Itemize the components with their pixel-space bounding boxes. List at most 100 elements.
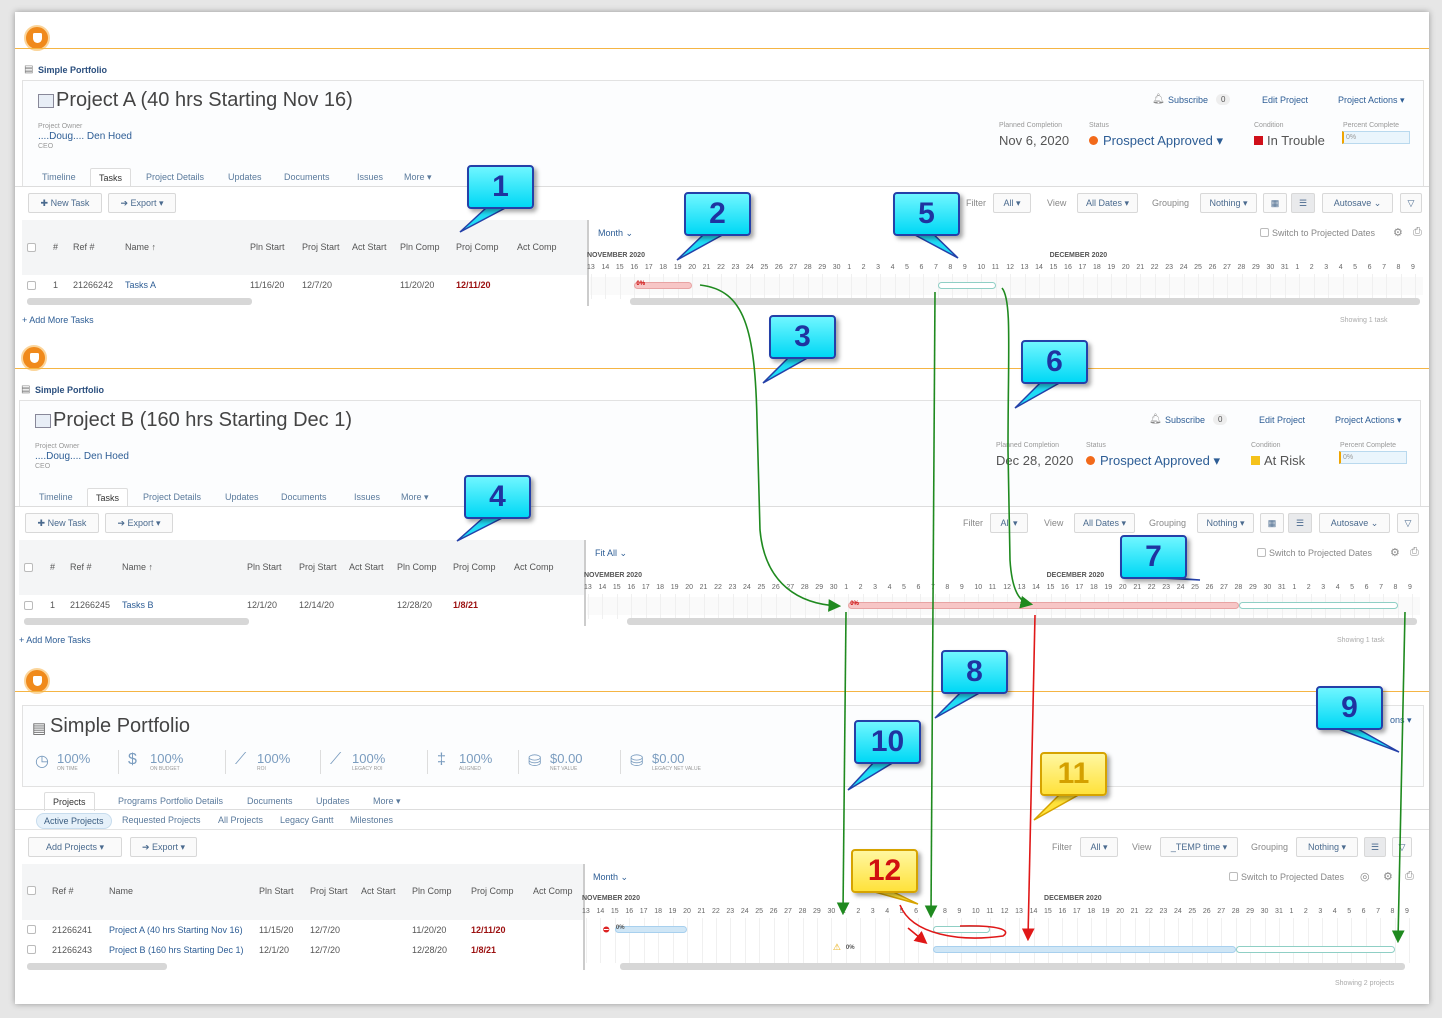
column-header[interactable]: Pln Comp: [400, 242, 440, 252]
tab-documents[interactable]: Documents: [247, 796, 293, 806]
tab-updates[interactable]: Updates: [225, 492, 259, 502]
pane-splitter[interactable]: [584, 540, 586, 626]
column-header[interactable]: Proj Comp: [453, 562, 496, 572]
app-logo[interactable]: [24, 25, 50, 51]
subscribe-button[interactable]: Subscribe: [1165, 415, 1206, 425]
gantt-bar[interactable]: [932, 946, 1236, 953]
new-task-button[interactable]: ✚ New Task: [25, 513, 99, 533]
export-button[interactable]: ➔ Export ▾: [130, 837, 197, 857]
switch-projected-checkbox[interactable]: [1257, 548, 1266, 557]
tab-portfolio-details[interactable]: Portfolio Details: [160, 796, 224, 806]
column-header[interactable]: Proj Start: [302, 242, 340, 252]
tab-projects[interactable]: Projects: [44, 792, 95, 811]
column-header[interactable]: Pln Start: [250, 242, 285, 252]
breadcrumb[interactable]: Simple Portfolio: [38, 65, 108, 75]
column-header[interactable]: Pln Comp: [397, 562, 437, 572]
gantt-bar[interactable]: [1235, 946, 1395, 953]
gantt-bar[interactable]: [1238, 602, 1398, 609]
tab-tasks[interactable]: Tasks: [90, 168, 132, 187]
tab-issues[interactable]: Issues: [357, 172, 384, 182]
tab-tasks[interactable]: Tasks: [87, 488, 129, 507]
column-header[interactable]: Name ↑: [125, 242, 157, 252]
tab-timeline[interactable]: Timeline: [42, 172, 76, 182]
filter-funnel-icon[interactable]: ▽: [1400, 193, 1422, 213]
breadcrumb[interactable]: Simple Portfolio: [35, 385, 105, 395]
add-more-tasks-link[interactable]: + Add More Tasks: [19, 635, 91, 645]
gantt-bar[interactable]: [937, 282, 996, 289]
switch-projected-checkbox[interactable]: [1260, 228, 1269, 237]
add-more-tasks-link[interactable]: + Add More Tasks: [22, 315, 94, 325]
column-header[interactable]: Proj Start: [310, 886, 348, 896]
column-header[interactable]: Proj Comp: [471, 886, 514, 896]
table-cell[interactable]: Project A (40 hrs Starting Nov 16): [109, 925, 243, 935]
tab-documents[interactable]: Documents: [284, 172, 330, 182]
new-task-button[interactable]: ✚ New Task: [28, 193, 102, 213]
gantt-bar[interactable]: [848, 602, 1239, 609]
row-checkbox[interactable]: [27, 925, 36, 934]
row-checkbox[interactable]: [27, 945, 36, 954]
gantt-bar[interactable]: [614, 926, 688, 933]
column-header[interactable]: Act Comp: [517, 242, 557, 252]
project-actions-menu[interactable]: Project Actions ▾: [1335, 415, 1402, 425]
filter-dropdown[interactable]: All ▾: [993, 193, 1031, 213]
row-checkbox[interactable]: [24, 601, 33, 610]
timescale-dropdown[interactable]: Month ⌄: [598, 228, 634, 238]
column-header[interactable]: Proj Comp: [456, 242, 499, 252]
autosave-dropdown[interactable]: Autosave ⌄: [1319, 513, 1390, 533]
row-checkbox[interactable]: [27, 281, 36, 290]
column-header[interactable]: Ref #: [73, 242, 95, 252]
column-header[interactable]: #: [50, 562, 56, 572]
owner-name[interactable]: ....Doug.... Den Hoed: [38, 131, 132, 142]
autosave-dropdown[interactable]: Autosave ⌄: [1322, 193, 1393, 213]
hide-icon[interactable]: ◎: [1360, 871, 1370, 883]
horizontal-scrollbar[interactable]: [27, 963, 167, 970]
portfolio-actions-menu[interactable]: ons ▾: [1390, 715, 1412, 725]
add-projects-button[interactable]: Add Projects ▾: [28, 837, 122, 857]
tab-project-details[interactable]: Project Details: [143, 492, 202, 502]
print-icon[interactable]: ⎙: [1410, 546, 1419, 558]
export-button[interactable]: ➔ Export ▾: [108, 193, 176, 213]
tab-issues[interactable]: Issues: [354, 492, 381, 502]
pane-splitter[interactable]: [587, 220, 589, 306]
column-header[interactable]: Act Start: [361, 886, 396, 896]
subtab-active-projects[interactable]: Active Projects: [36, 813, 112, 829]
gear-icon[interactable]: ⚙: [1390, 547, 1400, 559]
select-all-checkbox[interactable]: [27, 243, 36, 252]
project-actions-menu[interactable]: Project Actions ▾: [1338, 95, 1405, 105]
gantt-view-icon[interactable]: ☰: [1291, 193, 1315, 213]
column-header[interactable]: Act Start: [352, 242, 387, 252]
view-dropdown[interactable]: All Dates ▾: [1077, 193, 1138, 213]
subtab-requested-projects[interactable]: Requested Projects: [122, 815, 201, 825]
table-cell[interactable]: Tasks A: [125, 280, 157, 290]
subscribe-button[interactable]: Subscribe: [1168, 95, 1209, 105]
filter-dropdown[interactable]: All ▾: [990, 513, 1028, 533]
column-header[interactable]: Act Start: [349, 562, 384, 572]
gantt-scrollbar[interactable]: [630, 298, 1420, 305]
tab-documents[interactable]: Documents: [281, 492, 327, 502]
owner-name[interactable]: ....Doug.... Den Hoed: [35, 451, 129, 462]
tab-project-details[interactable]: Project Details: [146, 172, 205, 182]
tab-more-[interactable]: More ▾: [401, 492, 429, 502]
column-header[interactable]: Name: [109, 886, 134, 896]
view-dropdown[interactable]: _TEMP time ▾: [1160, 837, 1238, 857]
table-cell[interactable]: Project B (160 hrs Starting Dec 1): [109, 945, 244, 955]
gear-icon[interactable]: ⚙: [1393, 227, 1403, 239]
column-header[interactable]: #: [53, 242, 59, 252]
gantt-bar[interactable]: [634, 282, 693, 289]
column-header[interactable]: Ref #: [70, 562, 92, 572]
filter-funnel-icon[interactable]: ▽: [1392, 837, 1412, 857]
switch-projected-checkbox[interactable]: [1229, 872, 1238, 881]
column-header[interactable]: Name ↑: [122, 562, 154, 572]
gear-icon[interactable]: ⚙: [1383, 871, 1393, 883]
column-header[interactable]: Proj Start: [299, 562, 337, 572]
column-header[interactable]: Act Comp: [514, 562, 554, 572]
column-header[interactable]: Pln Start: [247, 562, 282, 572]
pane-splitter[interactable]: [583, 864, 585, 970]
filter-funnel-icon[interactable]: ▽: [1397, 513, 1419, 533]
select-all-checkbox[interactable]: [24, 563, 33, 572]
column-header[interactable]: Ref #: [52, 886, 74, 896]
tab-programs[interactable]: Programs: [118, 796, 158, 806]
grouping-dropdown[interactable]: Nothing ▾: [1200, 193, 1257, 213]
table-cell[interactable]: Tasks B: [122, 600, 154, 610]
status-dropdown[interactable]: Prospect Approved ▾: [1100, 453, 1220, 468]
